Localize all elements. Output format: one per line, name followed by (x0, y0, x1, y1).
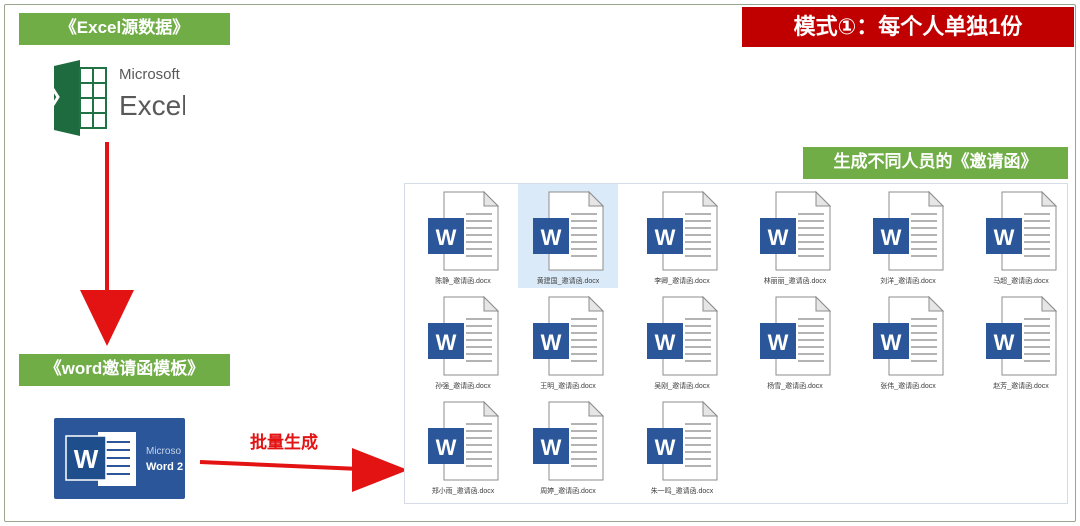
word-logo-app-text: Word 2 (146, 461, 184, 473)
file-item[interactable]: W 李卿_邀请函.docx (632, 184, 732, 288)
word-template-label: 《word邀请函模板》 (19, 354, 230, 386)
file-name: 林丽丽_邀请函.docx (763, 278, 827, 285)
right-arrow-shaft (199, 460, 361, 471)
file-name: 刘洋_邀请函.docx (880, 278, 936, 285)
file-item[interactable]: W 刘洋_邀请函.docx (858, 184, 958, 288)
file-name: 郑小雨_邀请函.docx (431, 488, 495, 495)
down-arrow-head (80, 290, 134, 346)
svg-text:W: W (541, 225, 562, 250)
excel-logo-ms-text: Microsoft (119, 66, 180, 83)
file-name: 赵芳_邀请函.docx (993, 383, 1049, 390)
svg-text:W: W (436, 330, 457, 355)
svg-text:W: W (436, 435, 457, 460)
word-icon: W (65, 432, 136, 486)
file-item[interactable]: W 吴刚_邀请函.docx (632, 289, 732, 393)
file-name: 黄建国_邀请函.docx (536, 278, 600, 285)
file-name: 李卿_邀请函.docx (654, 278, 710, 285)
file-item[interactable]: W 杨雪_邀请函.docx (745, 289, 845, 393)
file-name: 马超_邀请函.docx (993, 278, 1049, 285)
file-item[interactable]: W 朱一鸣_邀请函.docx (632, 394, 732, 498)
file-name: 张伟_邀请函.docx (880, 383, 936, 390)
file-name: 孙强_邀请函.docx (435, 383, 491, 390)
svg-text:W: W (768, 330, 789, 355)
mode-banner: 模式①：每个人单独1份 (742, 7, 1074, 47)
svg-text:W: W (655, 225, 676, 250)
excel-logo: Microsoft Excel (50, 58, 185, 138)
file-item[interactable]: W 马超_邀请函.docx (971, 184, 1071, 288)
batch-generate-label: 批量生成 (250, 433, 318, 452)
file-name: 周婷_邀请函.docx (540, 488, 596, 495)
file-item[interactable]: W 周婷_邀请函.docx (518, 394, 618, 498)
svg-text:W: W (74, 444, 99, 474)
file-item[interactable]: W 赵芳_邀请函.docx (971, 289, 1071, 393)
svg-text:W: W (881, 225, 902, 250)
excel-icon (51, 60, 107, 136)
file-item[interactable]: W 孙强_邀请函.docx (413, 289, 513, 393)
svg-text:W: W (768, 225, 789, 250)
svg-text:W: W (994, 225, 1015, 250)
svg-text:W: W (655, 330, 676, 355)
file-item[interactable]: W 张伟_邀请函.docx (858, 289, 958, 393)
file-name: 杨雪_邀请函.docx (767, 383, 823, 390)
file-item[interactable]: W 王明_邀请函.docx (518, 289, 618, 393)
file-name: 吴刚_邀请函.docx (654, 383, 710, 390)
excel-logo-app-text: Excel (119, 90, 185, 121)
file-name: 朱一鸣_邀请函.docx (650, 488, 714, 495)
outer-frame (4, 4, 1076, 522)
word-logo: W Microso Word 2 (54, 418, 185, 499)
file-name: 王明_邀请函.docx (540, 383, 596, 390)
file-name: 陈静_邀请函.docx (435, 278, 491, 285)
svg-text:W: W (881, 330, 902, 355)
file-item[interactable]: W 陈静_邀请函.docx (413, 184, 513, 288)
svg-text:W: W (541, 330, 562, 355)
word-logo-ms-text: Microso (146, 446, 182, 457)
result-title-label: 生成不同人员的《邀请函》 (803, 147, 1068, 179)
right-arrow-head (352, 448, 408, 492)
excel-source-label: 《Excel源数据》 (19, 13, 230, 45)
file-item[interactable]: W 黄建国_邀请函.docx (518, 184, 618, 288)
svg-text:W: W (655, 435, 676, 460)
svg-text:W: W (541, 435, 562, 460)
svg-text:W: W (436, 225, 457, 250)
file-item[interactable]: W 郑小雨_邀请函.docx (413, 394, 513, 498)
file-item[interactable]: W 林丽丽_邀请函.docx (745, 184, 845, 288)
file-grid: W 陈静_邀请函.docx W 黄建国_邀请函.docx W (404, 183, 1068, 504)
svg-text:W: W (994, 330, 1015, 355)
